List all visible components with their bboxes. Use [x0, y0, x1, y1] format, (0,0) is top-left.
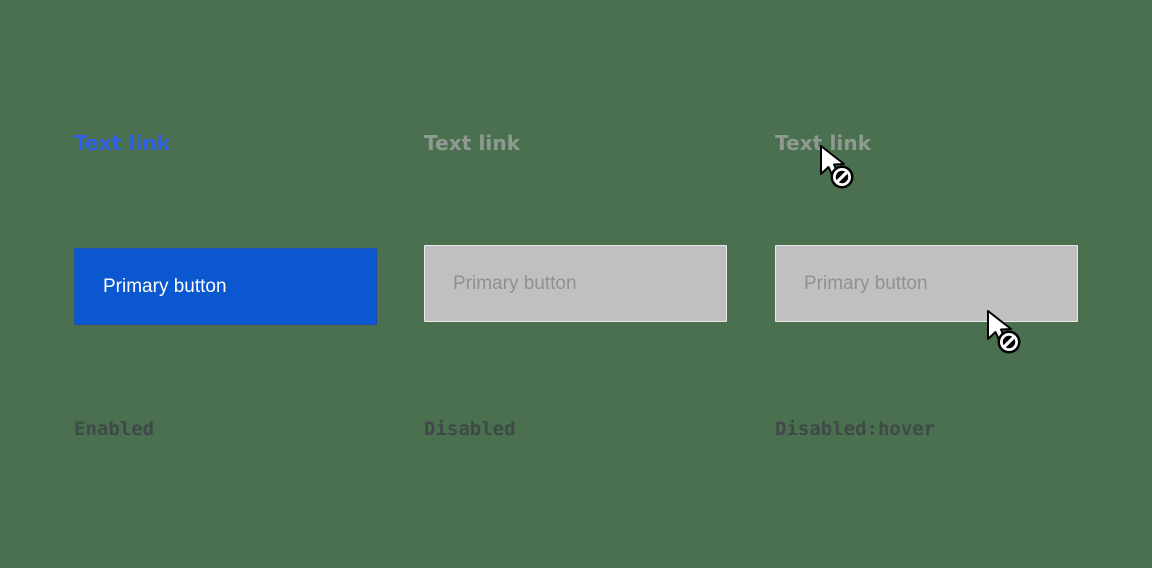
state-column-enabled: Text link Primary button Enabled: [74, 0, 426, 568]
text-link-disabled-hover: Text link: [775, 131, 872, 155]
primary-button-enabled[interactable]: Primary button: [74, 248, 377, 325]
state-column-disabled-hover: Text link Primary button Disabled:hover: [775, 0, 1127, 568]
text-link-disabled: Text link: [424, 131, 521, 155]
primary-button-disabled-hover: Primary button: [775, 245, 1078, 322]
text-link-enabled[interactable]: Text link: [74, 131, 171, 155]
state-caption-disabled-hover: Disabled:hover: [775, 418, 936, 440]
state-caption-disabled: Disabled: [424, 418, 516, 440]
state-caption-enabled: Enabled: [74, 418, 155, 440]
state-column-disabled: Text link Primary button Disabled: [424, 0, 776, 568]
primary-button-disabled: Primary button: [424, 245, 727, 322]
